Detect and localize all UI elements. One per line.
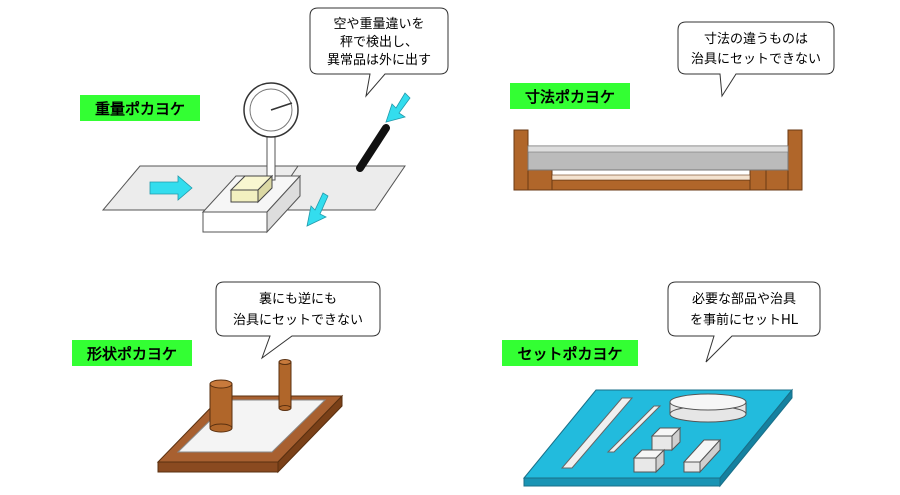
- conveyor-arrow: [149, 175, 193, 201]
- dimension-base-inner: [551, 174, 751, 181]
- svg-text:空や重量違いを: 空や重量違いを: [333, 16, 424, 32]
- svg-text:異常品は外に出す: 異常品は外に出す: [327, 53, 431, 68]
- scale-base-front: [202, 211, 268, 233]
- shape-jig-board-front: [157, 461, 279, 473]
- set-block-1: [650, 426, 682, 452]
- shape-pokayoke-panel: 形状ポカヨケ 裏にも逆にも 治具にセットできない: [72, 281, 381, 474]
- svg-text:重量ポカヨケ: 重量ポカヨケ: [95, 100, 185, 118]
- dimension-pokayoke-panel: 寸法ポカヨケ 寸法の違うものは 治具にセットできない: [510, 21, 835, 191]
- scale-needle: [270, 102, 293, 111]
- workpiece-front: [230, 189, 259, 203]
- weight-label: 重量ポカヨケ: [80, 95, 200, 121]
- dimension-label: 寸法ポカヨケ: [510, 83, 630, 109]
- scale-base-side: [266, 174, 301, 234]
- set-pokayoke-panel: セットポカヨケ: [502, 281, 821, 488]
- set-board-front: [523, 477, 721, 487]
- set-disk-part: [669, 393, 747, 423]
- set-block-2: [632, 448, 666, 474]
- set-long-rod: [560, 397, 634, 469]
- pusher-arrow: [385, 92, 411, 123]
- set-block-3: [682, 438, 722, 474]
- dimension-workpiece-top-face: [527, 145, 789, 153]
- svg-text:を事前にセットHL: を事前にセットHL: [690, 312, 799, 328]
- shape-large-pin: [209, 379, 233, 433]
- svg-text:治具にセットできない: 治具にセットできない: [691, 52, 821, 67]
- workpiece-side: [257, 174, 273, 204]
- dimension-jig-left-wall: [513, 129, 529, 191]
- dimension-jig-right-wall: [787, 129, 803, 191]
- set-label: セットポカヨケ: [502, 340, 638, 366]
- svg-text:秤で検出し、: 秤で検出し、: [340, 35, 418, 50]
- shape-jig-board-side: [277, 394, 343, 474]
- shape-speech-bubble: 裏にも逆にも 治具にセットできない: [215, 281, 381, 360]
- weight-speech-bubble: 空や重量違いを 秤で検出し、 異常品は外に出す: [309, 7, 449, 98]
- svg-text:治具にセットできない: 治具にセットできない: [233, 313, 363, 328]
- scale-pole: [266, 133, 276, 181]
- set-speech-bubble: 必要な部品や治具 を事前にセットHL: [667, 281, 821, 363]
- svg-text:必要な部品や治具: 必要な部品や治具: [692, 292, 796, 307]
- dimension-jig-right-step-low: [749, 169, 767, 191]
- svg-text:寸法の違うものは: 寸法の違うものは: [704, 32, 808, 47]
- shape-small-pin: [278, 359, 292, 411]
- reject-pusher-rod: [356, 124, 390, 172]
- scale-dial-inner: [249, 88, 293, 132]
- shape-label: 形状ポカヨケ: [72, 340, 192, 366]
- svg-text:セットポカヨケ: セットポカヨケ: [517, 345, 622, 363]
- reject-arrow: [306, 192, 329, 227]
- weight-pokayoke-panel: 重量ポカヨケ 空や重量違いを: [80, 7, 449, 234]
- svg-text:形状ポカヨケ: 形状ポカヨケ: [87, 345, 177, 363]
- set-thin-rod: [606, 405, 662, 453]
- svg-text:寸法ポカヨケ: 寸法ポカヨケ: [525, 88, 615, 106]
- svg-text:裏にも逆にも: 裏にも逆にも: [259, 291, 337, 307]
- dimension-speech-bubble: 寸法の違うものは 治具にセットできない: [677, 21, 835, 98]
- set-board-side: [719, 388, 793, 488]
